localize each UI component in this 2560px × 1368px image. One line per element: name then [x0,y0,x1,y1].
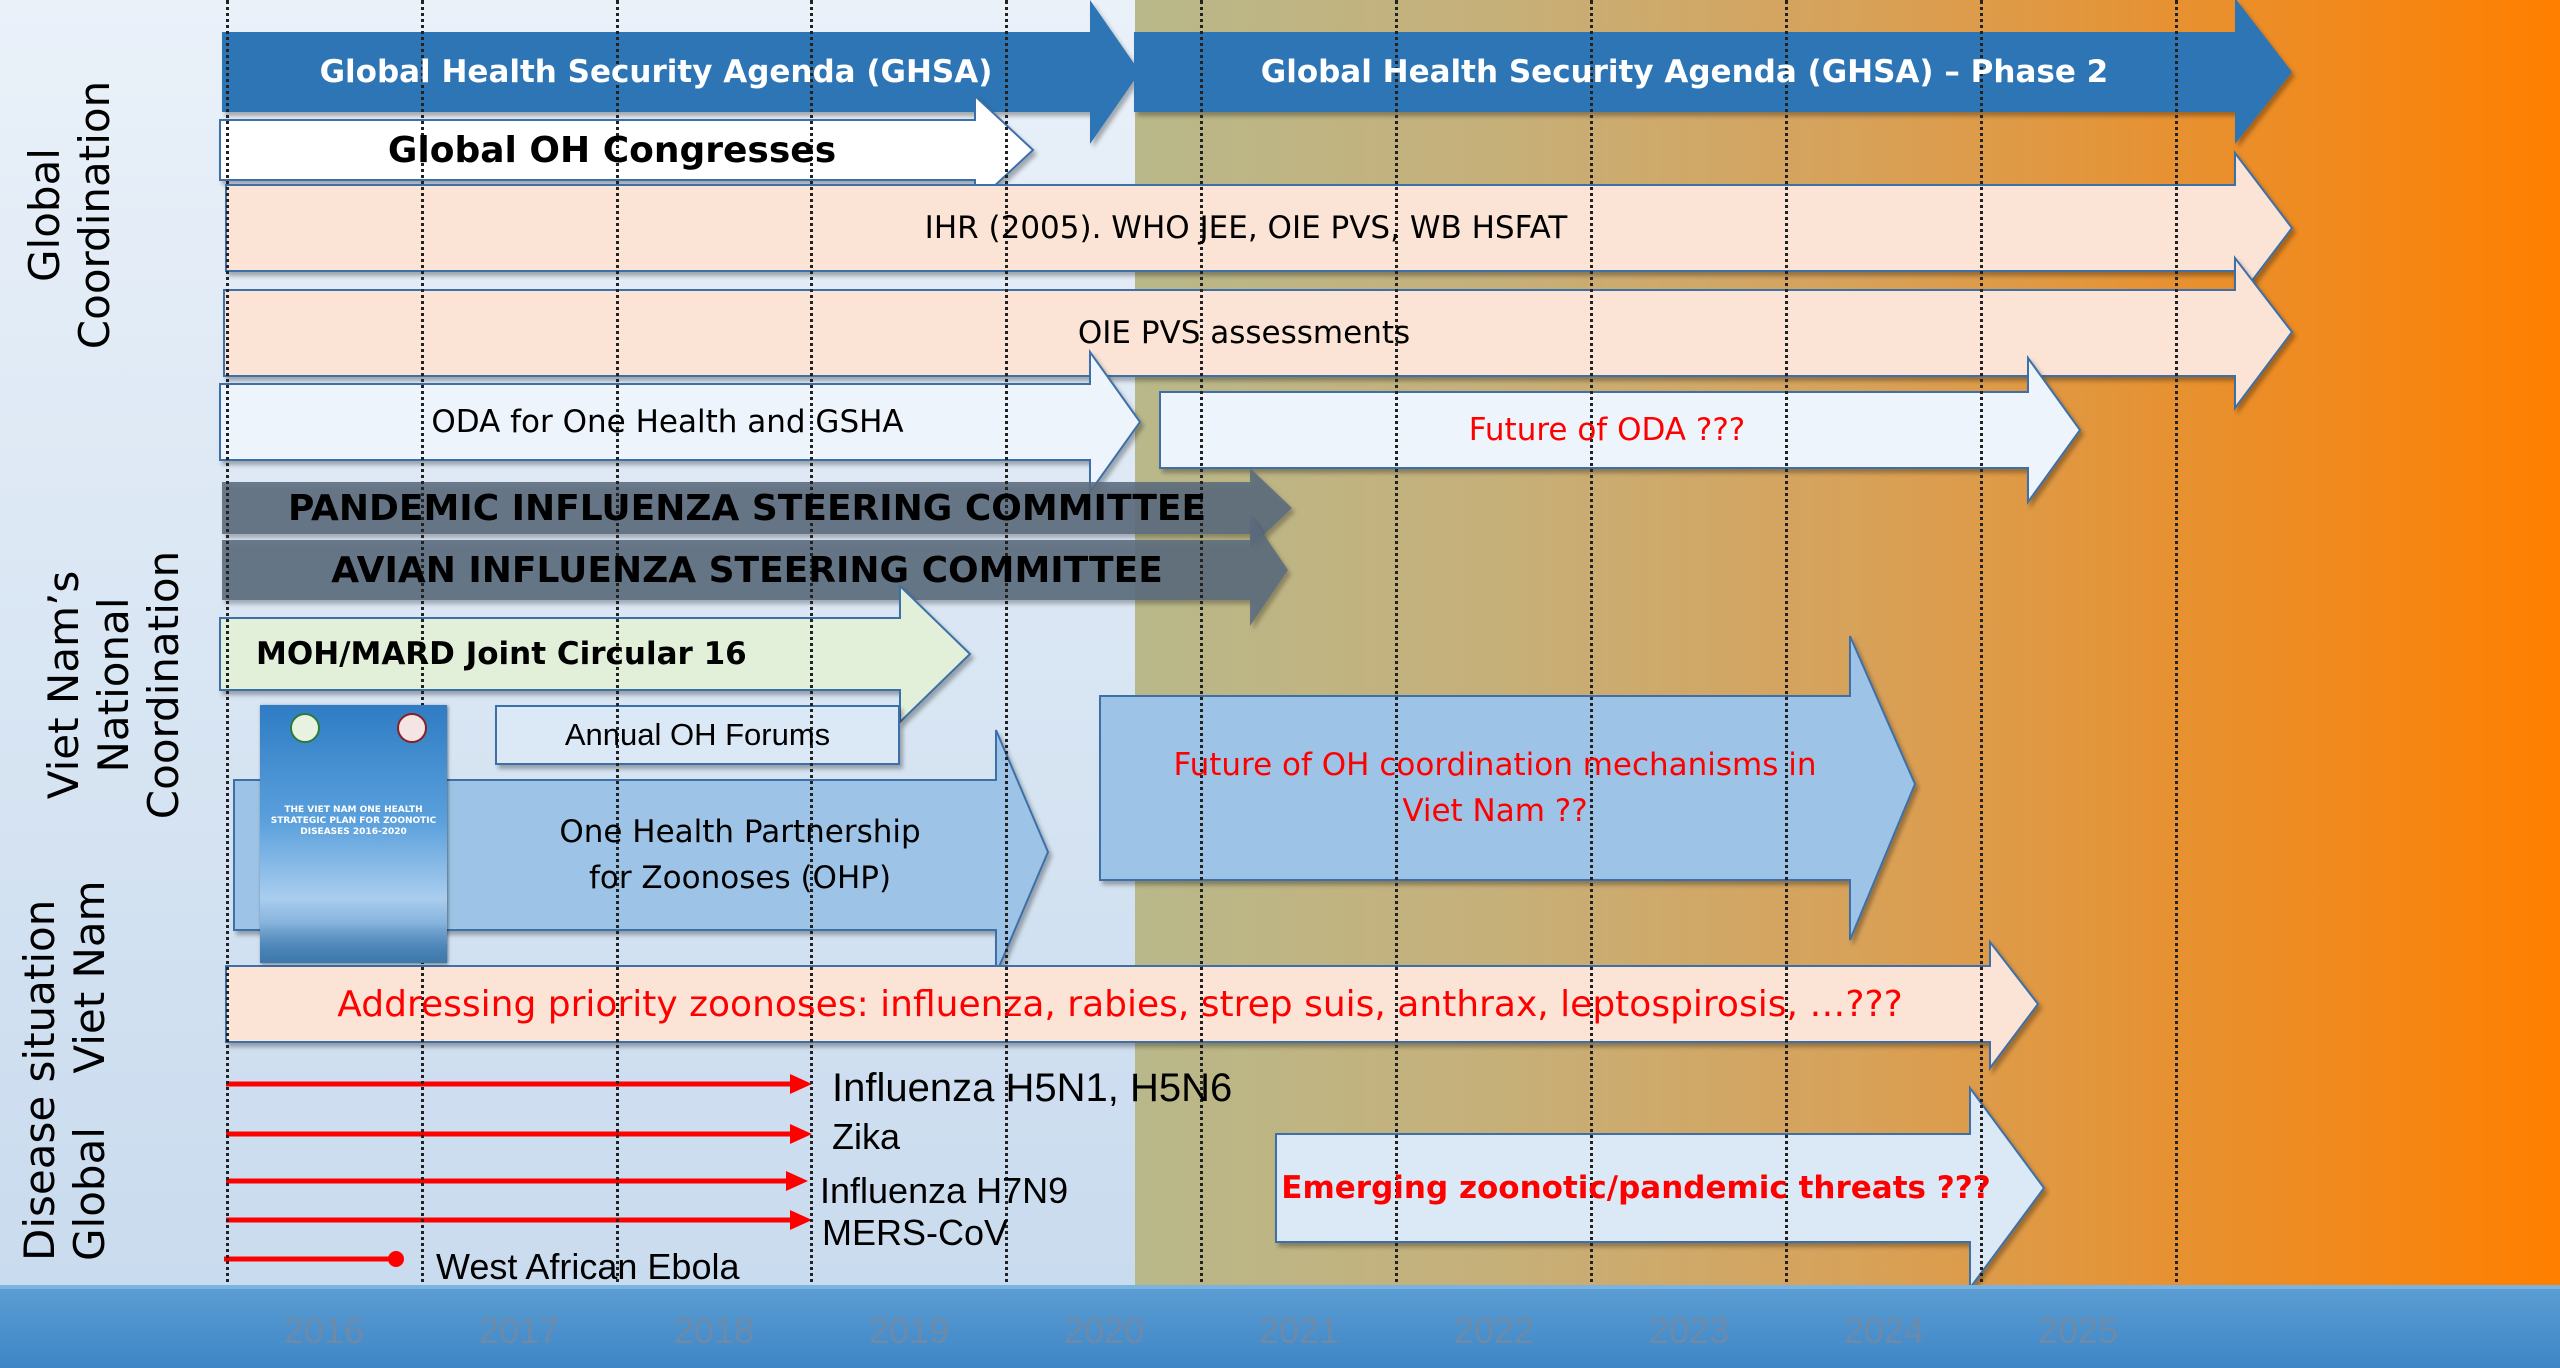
year-gridline [421,0,424,1368]
row-label-line: Global [20,148,69,282]
ministry-emblem-icon [397,713,427,743]
row-label-national-coordination: Viet Nam’s National Coordination [39,475,189,895]
ihr-label: IHR (2005). WHO JEE, OIE PVS, WB HSFAT [924,210,1568,246]
future-oh-label-line1: Future of OH coordination mechanisms in [1173,747,1817,783]
row-label-disease-situation: Disease situation Global Viet Nam [15,880,119,1261]
oda-label: ODA for One Health and GSHA [431,404,904,440]
zika-label: Zika [832,1116,901,1157]
pisc-label: PANDEMIC INFLUENZA STEERING COMMITTEE [287,487,1207,529]
year-gridline [1980,0,1983,1368]
future-oda-arrow [1159,354,2082,506]
ghsa-phase2-arrow [1134,0,2292,144]
priority-arrow [225,939,2040,1071]
year-axis [0,1285,2560,1368]
future-oh-label: Future of OH coordination mechanisms in … [1100,696,1890,880]
future-oda-label: Future of ODA ??? [1468,412,1746,448]
ebola-label: West African Ebola [436,1246,740,1287]
circular-arrow [219,583,972,725]
h5n1-arrowhead [790,1074,812,1094]
zika-arrowhead [790,1124,812,1144]
year-gridline [810,0,813,1368]
ohp-label-line1: One Health Partnership [559,814,921,850]
year-label: 2024 [1843,1310,1925,1351]
cover-landscape [260,923,447,963]
future-oh-label-line2: Viet Nam ?? [1402,793,1588,829]
strategic-plan-cover-image: THE VIET NAM ONE HEALTH STRATEGIC PLAN F… [260,705,447,963]
vietnam-emblem-icon [290,713,320,743]
ghsa-phase2-label: Global Health Security Agenda (GHSA) – P… [1260,54,2109,90]
row-label-line: Viet Nam’s [39,570,88,800]
year-label: 2019 [868,1310,950,1351]
circular-label: MOH/MARD Joint Circular 16 [256,636,747,672]
year-label: 2018 [673,1310,755,1351]
year-gridline [1005,0,1008,1368]
emerging-arrow [1275,1084,2046,1292]
mers-label: MERS-CoV [822,1212,1009,1253]
row-label-global-coordination: Global Coordination [20,55,120,375]
row-label-line: Disease situation [15,899,64,1261]
year-gridline [1395,0,1398,1368]
year-label: 2023 [1648,1310,1730,1351]
mers-arrowhead [790,1210,812,1230]
emerging-label: Emerging zoonotic/pandemic threats ??? [1281,1170,1991,1206]
year-gridline [1200,0,1203,1368]
year-label: 2021 [1258,1310,1340,1351]
year-gridline [616,0,619,1368]
h7n9-label: Influenza H7N9 [820,1170,1069,1211]
aisc-arrow [222,514,1288,626]
oie-pvs-arrow [223,255,2294,411]
pisc-arrow [222,468,1292,548]
year-label: 2017 [478,1310,560,1351]
forums-label: Annual OH Forums [564,717,831,752]
cover-title: THE VIET NAM ONE HEALTH STRATEGIC PLAN F… [270,805,437,837]
oie-pvs-label: OIE PVS assessments [1077,315,1411,351]
h7n9-arrowhead [786,1171,808,1191]
year-label: 2020 [1063,1310,1145,1351]
forums-box [495,705,900,765]
year-gridline [226,0,229,1368]
aisc-label: AVIAN INFLUENZA STEERING COMMITTEE [331,549,1163,591]
ghsa-arrow [222,0,1140,144]
priority-label: Addressing priority zoonoses: influenza,… [337,983,1903,1025]
row-label-line: Coordination [139,550,188,820]
year-gridline [2175,0,2178,1368]
year-label: 2022 [1453,1310,1535,1351]
oda-arrow [219,348,1142,496]
oh-congresses-label: Global OH Congresses [387,129,837,171]
row-label-line: National [89,597,138,773]
future-oh-arrow [1099,635,1917,941]
ihr-arrow [225,150,2294,306]
year-gridline [1590,0,1593,1368]
year-label: 2016 [283,1310,365,1351]
ohp-label-line2: for Zoonoses (OHP) [588,860,892,896]
row-label-line: Coordination [70,80,119,350]
row-label-line: Global Viet Nam [65,880,114,1261]
year-gridline [1785,0,1788,1368]
ohp-label: One Health Partnership for Zoonoses (OHP… [480,780,1000,930]
ebola-dot [388,1251,404,1267]
year-label: 2025 [2037,1310,2119,1351]
h5n1-label: Influenza H5N1, H5N6 [832,1066,1233,1110]
ghsa-label: Global Health Security Agenda (GHSA) [319,54,993,90]
